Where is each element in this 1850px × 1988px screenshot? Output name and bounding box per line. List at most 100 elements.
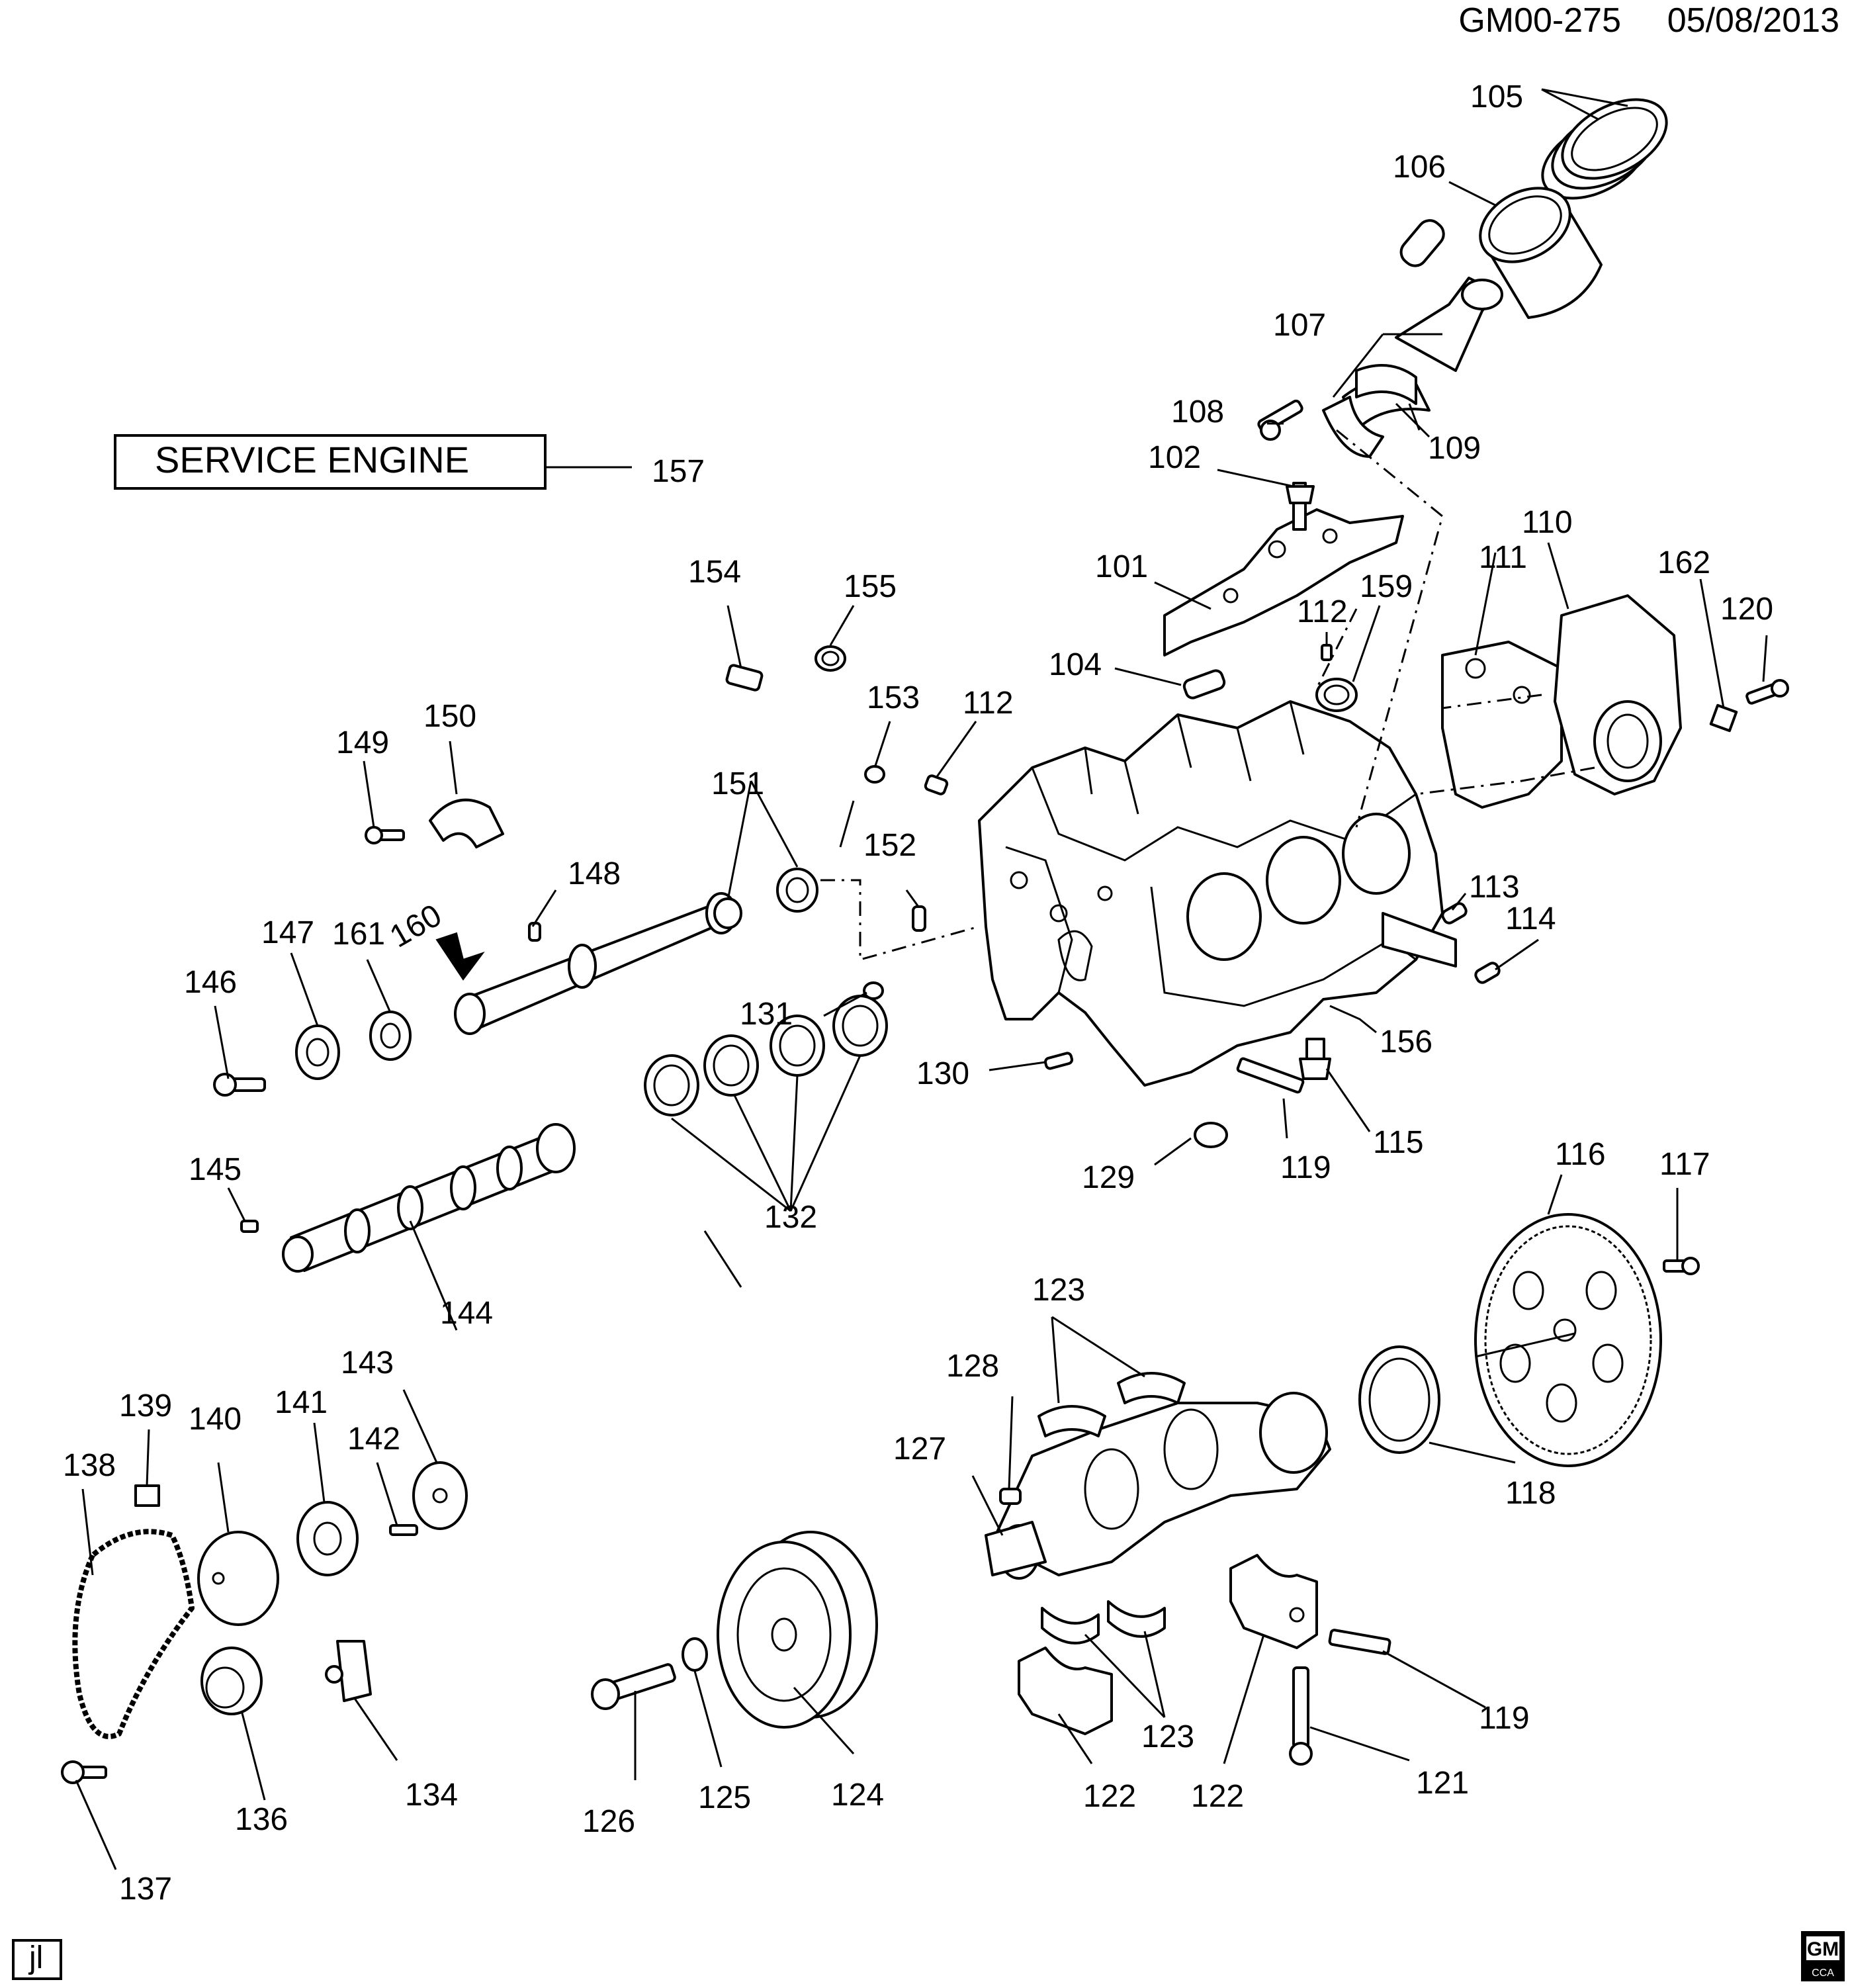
bolt-142 (389, 1524, 418, 1536)
dowel-113 (1441, 902, 1468, 925)
callout-127: 127 (893, 1431, 946, 1467)
callout-105: 105 (1470, 79, 1523, 114)
bolt-149 (365, 826, 405, 844)
timing-chain-138 (72, 1529, 195, 1739)
sensor-104 (1182, 669, 1226, 700)
washer-125 (682, 1637, 708, 1672)
callout-141: 141 (275, 1385, 328, 1420)
callout-152: 152 (863, 828, 916, 863)
callout-117: 117 (1659, 1147, 1710, 1182)
callout-155: 155 (844, 569, 897, 604)
callout-140: 140 (189, 1402, 242, 1437)
callout-124: 124 (831, 1778, 884, 1813)
service-engine-label: SERVICE ENGINE (155, 439, 469, 480)
sprocket-140 (197, 1531, 279, 1626)
oil-pan-rail (1382, 912, 1457, 968)
plug-159 (1315, 678, 1358, 712)
block-bolt-119 (1236, 1057, 1305, 1094)
gm-logo-text: GM (1807, 1938, 1839, 1960)
pin-148 (528, 922, 541, 942)
callout-130: 130 (916, 1056, 969, 1091)
plug-153 (864, 765, 885, 784)
seal-162 (1709, 703, 1738, 733)
callout-162: 162 (1657, 545, 1710, 580)
bolt-121 (1289, 1666, 1313, 1766)
fitting-154 (725, 664, 764, 692)
pin-130 (1043, 1052, 1074, 1070)
bolt-119b (1328, 1629, 1391, 1655)
callout-147: 147 (261, 915, 314, 950)
callout-118: 118 (1505, 1476, 1556, 1511)
bearing-151 (776, 868, 818, 913)
piston (1479, 187, 1603, 319)
callout-161: 161 (332, 917, 385, 952)
callout-109: 109 (1428, 431, 1481, 466)
diagram-date: 05/08/2013 (1667, 1, 1839, 40)
callout-142: 142 (347, 1422, 400, 1457)
bearing-151b (713, 897, 742, 929)
bracket-150 (429, 798, 504, 848)
callout-119a: 119 (1280, 1150, 1331, 1185)
bolt-117 (1663, 1257, 1700, 1275)
front-cover (1554, 594, 1682, 795)
seal-118 (1358, 1345, 1440, 1454)
gear-161 (369, 1011, 412, 1061)
guide-bolt (1286, 482, 1315, 531)
piston-pin (1399, 219, 1445, 267)
bolt-146 (213, 1073, 266, 1097)
bolt-137 (61, 1760, 107, 1784)
callout-151: 151 (711, 766, 764, 801)
callout-154: 154 (688, 555, 741, 590)
balancer-124 (717, 1531, 878, 1729)
callout-116: 116 (1555, 1137, 1606, 1172)
callout-113: 113 (1469, 870, 1520, 905)
plug-129 (1194, 1122, 1228, 1148)
callout-131: 131 (740, 997, 793, 1032)
callout-112a: 112 (1297, 594, 1348, 629)
engine-block (978, 700, 1444, 1087)
gm-logo-subtext: CCA (1812, 1967, 1834, 1979)
callout-128: 128 (946, 1349, 999, 1384)
callout-126: 126 (582, 1804, 635, 1839)
tensioner-134 (325, 1640, 372, 1702)
callout-114: 114 (1505, 901, 1556, 936)
bolt-139 (134, 1484, 160, 1507)
callout-123b: 123 (1141, 1719, 1194, 1754)
key-145 (240, 1220, 259, 1233)
camshaft-144 (282, 1123, 576, 1273)
callout-134: 134 (405, 1778, 458, 1813)
callout-108: 108 (1171, 394, 1224, 429)
callout-102: 102 (1148, 440, 1201, 475)
cap-122a (1018, 1647, 1113, 1735)
callout-159: 159 (1360, 569, 1413, 604)
front-cover-gasket (1441, 641, 1563, 809)
callouts: 105 106 107 108 109 102 101 110 111 162 … (63, 79, 1773, 1907)
piston-rings (1541, 98, 1668, 200)
sprocket-147 (295, 1024, 340, 1080)
sprocket-141 (296, 1501, 359, 1576)
callout-106: 106 (1393, 150, 1446, 185)
callout-119b: 119 (1479, 1701, 1530, 1736)
callout-144: 144 (440, 1296, 493, 1331)
gm-logo: GM CCA (1801, 1931, 1845, 1981)
flexplate-axis (1475, 1332, 1575, 1358)
callout-149: 149 (336, 725, 389, 760)
callout-120: 120 (1720, 592, 1773, 627)
sprocket-136 (200, 1647, 263, 1715)
callout-107: 107 (1273, 308, 1326, 343)
centerline-camshaft (820, 879, 980, 961)
callout-101: 101 (1095, 549, 1148, 584)
callout-112b: 112 (963, 686, 1014, 721)
rod-bolt (1257, 399, 1303, 441)
plate-143 (412, 1461, 468, 1530)
callout-123a: 123 (1032, 1273, 1085, 1308)
cap-122b (1229, 1554, 1318, 1649)
leader-lines (75, 88, 1768, 1870)
callout-125: 125 (698, 1780, 751, 1815)
callout-150: 150 (423, 699, 476, 734)
callout-143: 143 (341, 1345, 394, 1380)
callout-122b: 122 (1191, 1779, 1244, 1814)
callout-136: 136 (235, 1802, 288, 1837)
bolt-120 (1745, 679, 1789, 705)
lifter-guide (1163, 508, 1404, 656)
